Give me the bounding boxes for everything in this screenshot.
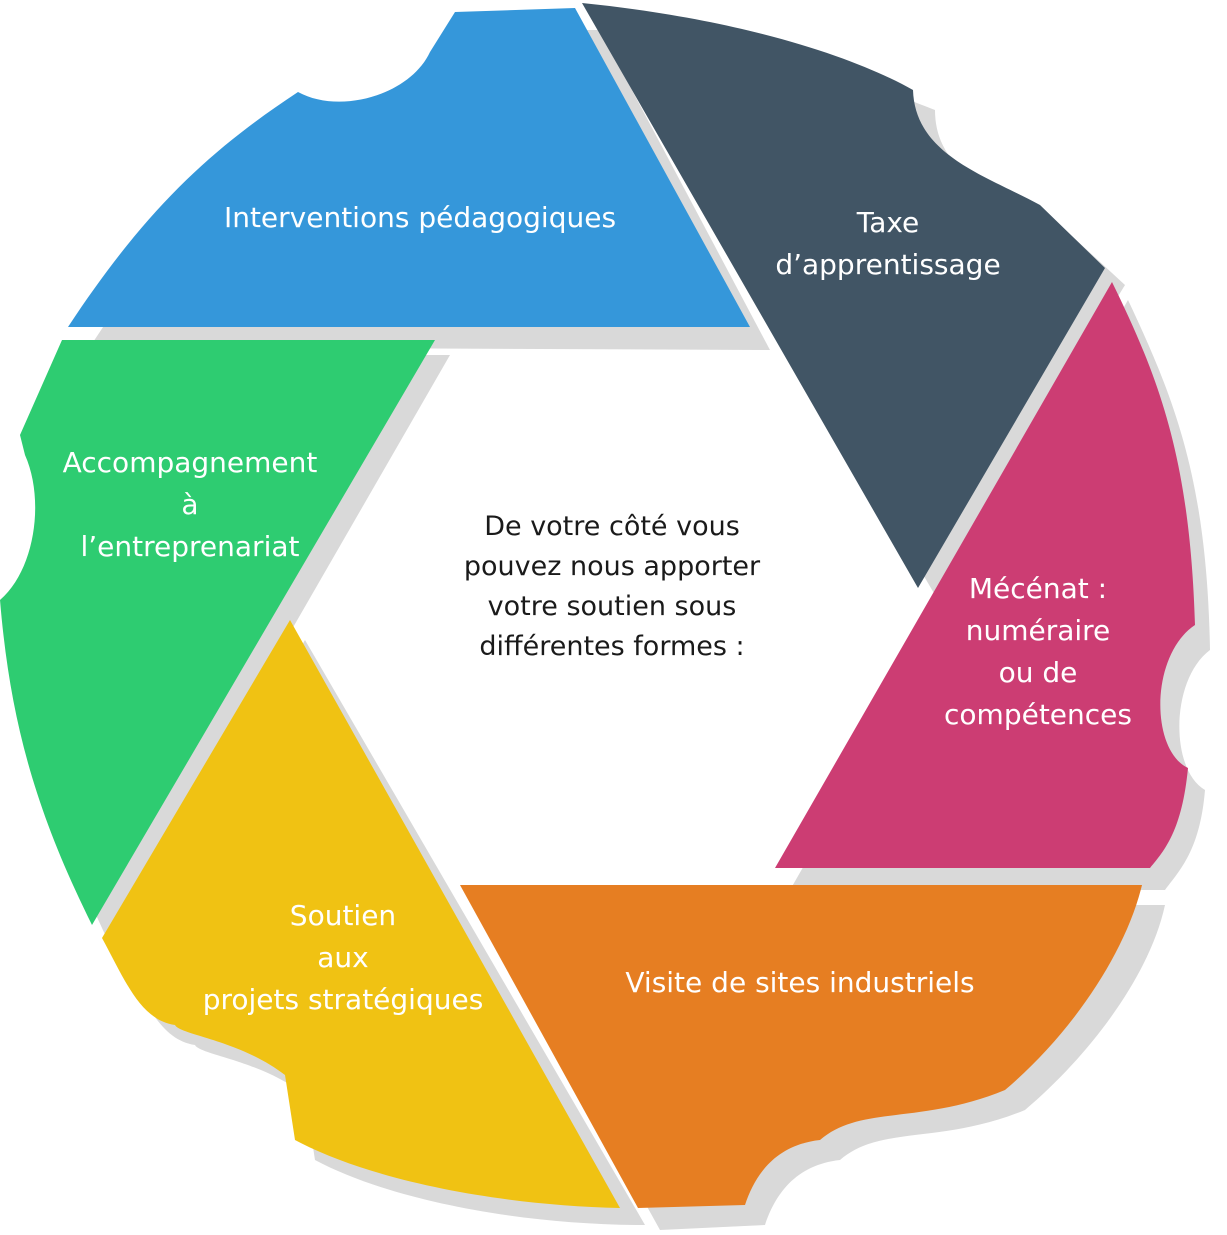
segment-soutien <box>102 620 620 1208</box>
text-line: à <box>181 488 198 521</box>
text-line: De votre côté vous <box>484 511 740 542</box>
label-mecenat: Mécénat : numéraire ou de compétences <box>944 572 1132 731</box>
text-line: l’entreprenariat <box>81 530 300 563</box>
text-line: Soutien <box>290 899 396 932</box>
text-line: Mécénat : <box>969 572 1107 605</box>
text-line: votre soutien sous <box>488 591 737 622</box>
text-line: Interventions pédagogiques <box>224 201 616 234</box>
text-line: ou de <box>999 656 1078 689</box>
label-interventions: Interventions pédagogiques <box>224 201 616 234</box>
segment-visite <box>460 885 1142 1208</box>
label-accompagnement: Accompagnement à l’entreprenariat <box>63 446 318 563</box>
center-text: De votre côté vous pouvez nous apporter vo… <box>464 511 761 662</box>
label-soutien: Soutien aux projets stratégiques <box>203 899 484 1016</box>
segment-accompagnement <box>0 340 435 925</box>
label-taxe: Taxe d’apprentissage <box>775 206 1000 281</box>
segment-taxe <box>582 3 1105 588</box>
text-line: différentes formes : <box>479 631 744 662</box>
text-line: aux <box>317 941 368 974</box>
segment-mecenat <box>775 282 1195 868</box>
text-line: numéraire <box>966 614 1111 647</box>
segment-interventions <box>68 8 750 327</box>
text-line: Taxe <box>856 206 920 239</box>
text-line: Accompagnement <box>63 446 318 479</box>
text-line: d’apprentissage <box>775 248 1000 281</box>
label-visite: Visite de sites industriels <box>625 966 974 999</box>
text-line: pouvez nous apporter <box>464 551 761 582</box>
text-line: compétences <box>944 698 1132 731</box>
text-line: projets stratégiques <box>203 983 484 1016</box>
text-line: Visite de sites industriels <box>625 966 974 999</box>
